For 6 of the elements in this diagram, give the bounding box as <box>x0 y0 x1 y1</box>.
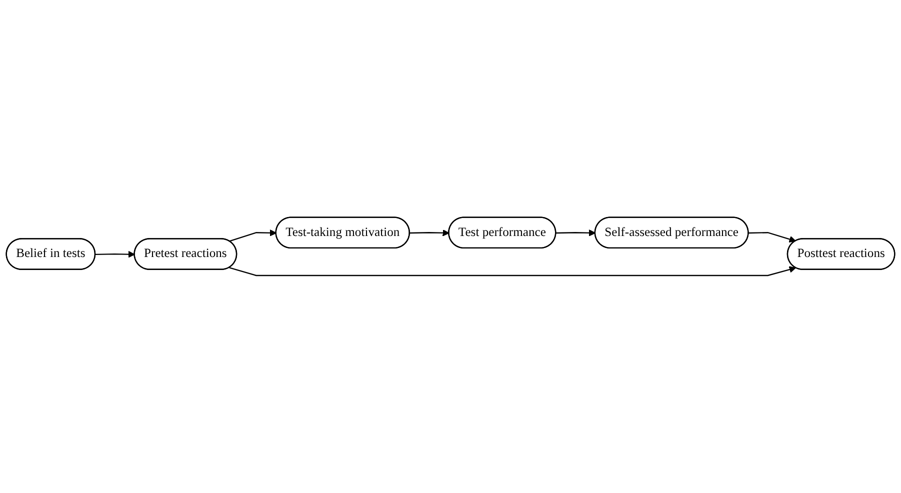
arrow <box>748 232 796 243</box>
arrow <box>95 250 135 258</box>
arrow <box>229 230 277 242</box>
arrow <box>229 266 796 276</box>
arrow <box>556 230 596 236</box>
arrow <box>410 230 450 236</box>
